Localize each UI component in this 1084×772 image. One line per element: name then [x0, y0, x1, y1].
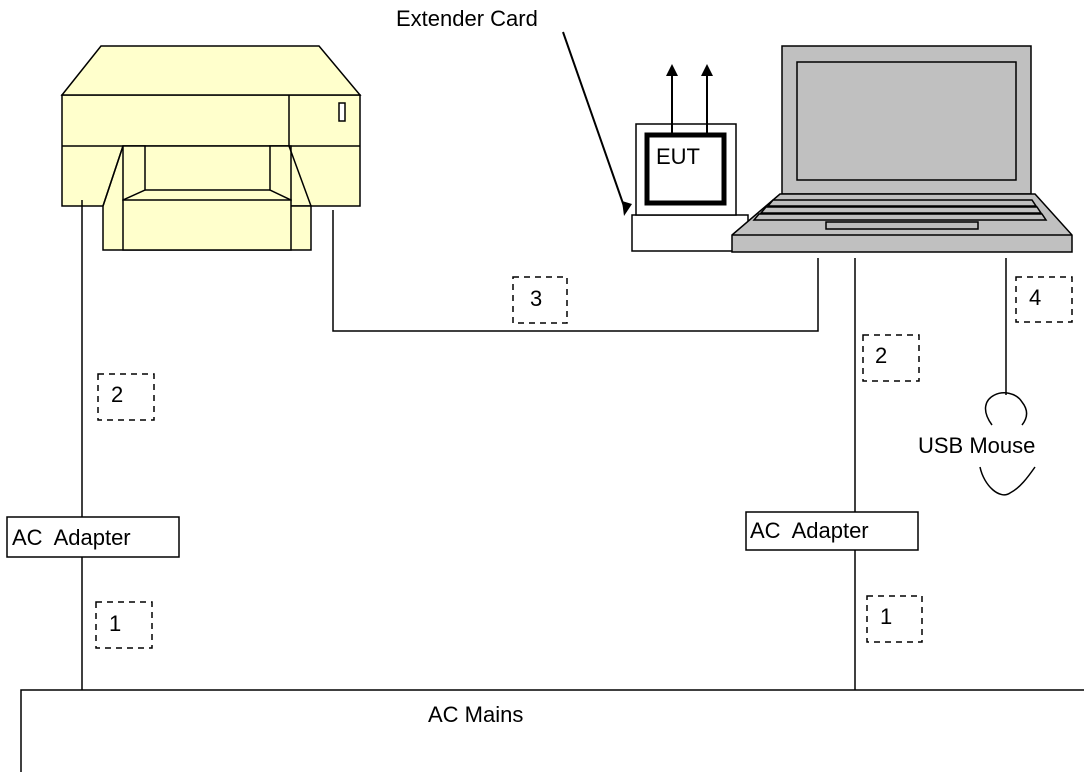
- extender-card: [631, 214, 749, 252]
- svg-text:1: 1: [109, 611, 121, 636]
- ac-adapter-left: AC Adapter: [6, 516, 180, 558]
- usb-mouse-label: USB Mouse: [918, 433, 1035, 458]
- svg-text:AC Adapter: AC Adapter: [12, 525, 131, 550]
- svg-text:3: 3: [530, 286, 542, 311]
- cable-4-tag: 4: [1015, 276, 1073, 323]
- svg-text:2: 2: [875, 343, 887, 368]
- cable-3: [332, 210, 819, 332]
- cable-2-left-tag: 2: [97, 373, 155, 421]
- svg-text:2: 2: [111, 382, 123, 407]
- eut-device: EUT: [635, 123, 737, 216]
- svg-text:1: 1: [880, 604, 892, 629]
- usb-mouse: USB Mouse: [918, 392, 1036, 496]
- ac-adapter-right: AC Adapter: [745, 511, 919, 551]
- eut-label: EUT: [656, 144, 700, 169]
- antenna-arrows: [666, 64, 713, 135]
- laptop: [731, 45, 1073, 253]
- extender-card-pointer: [562, 31, 632, 216]
- printer: [60, 45, 362, 251]
- svg-text:4: 4: [1029, 285, 1041, 310]
- ac-mains-label: AC Mains: [428, 702, 523, 727]
- extender-card-label: Extender Card: [396, 6, 538, 31]
- cable-3-tag: 3: [512, 276, 568, 324]
- cable-1-left-tag: 1: [95, 601, 153, 649]
- cable-1-right-tag: 1: [866, 595, 923, 643]
- svg-text:AC Adapter: AC Adapter: [750, 518, 869, 543]
- ac-mains: AC Mains: [20, 689, 1084, 772]
- cable-2-right-tag: 2: [862, 334, 920, 382]
